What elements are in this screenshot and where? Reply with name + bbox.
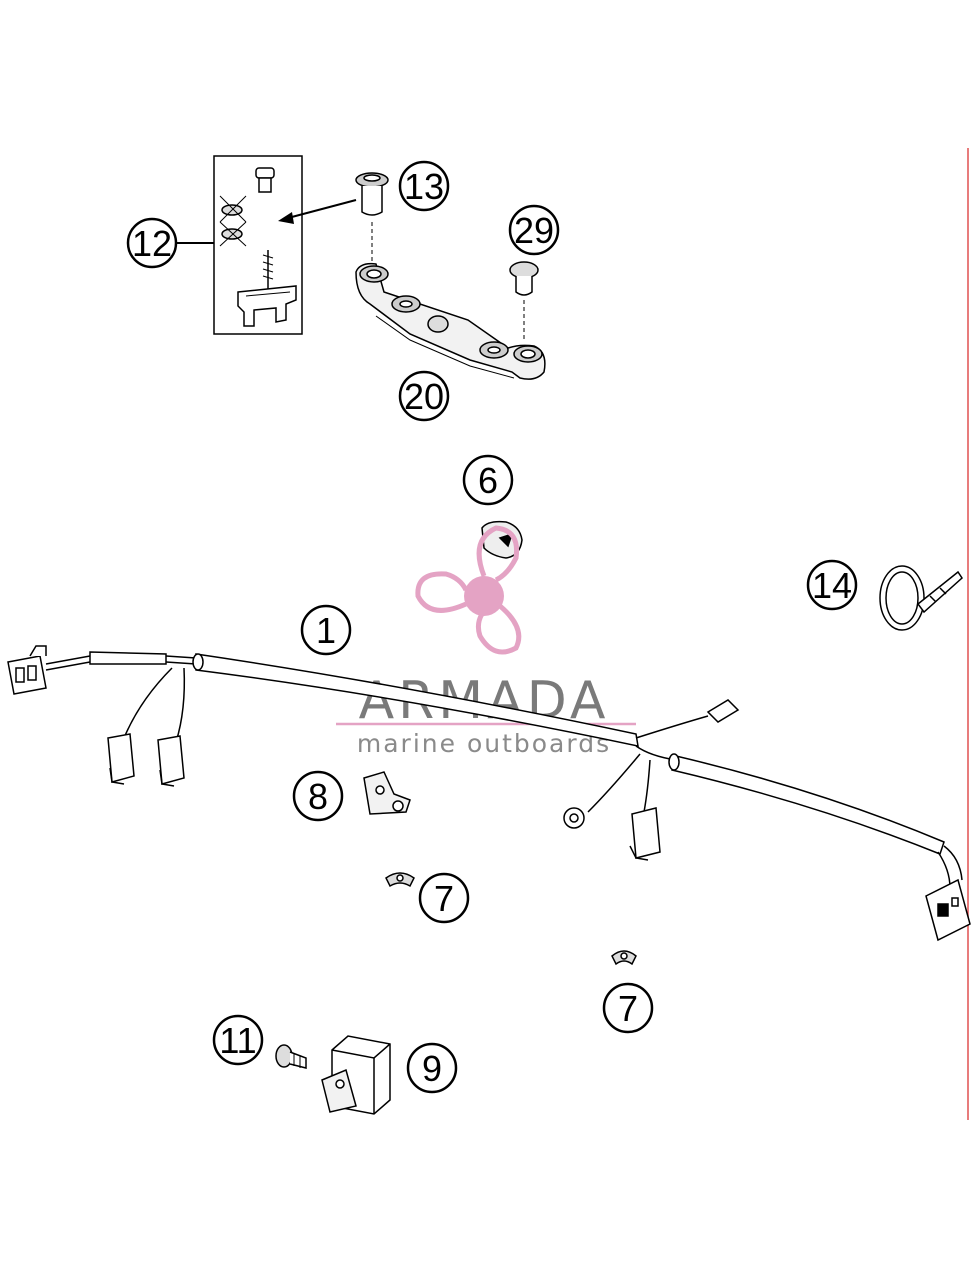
svg-text:7: 7 <box>618 988 638 1029</box>
part-8-bracket <box>363 771 411 815</box>
watermark-logo: ARMADA marine outboards <box>336 525 636 758</box>
svg-text:8: 8 <box>308 776 328 817</box>
part-7-clip-b <box>611 950 637 966</box>
part-9-relay <box>321 1035 391 1115</box>
callout-7-b: 7 <box>602 982 654 1034</box>
callout-9: 9 <box>406 1042 458 1094</box>
part-29-plug <box>509 261 539 340</box>
arrow-13-to-12 <box>278 199 357 224</box>
part-7-clip-a <box>385 872 415 888</box>
svg-text:1: 1 <box>316 610 336 651</box>
callout-11: 11 <box>212 1014 264 1066</box>
part-12-inset <box>213 155 303 335</box>
callout-6: 6 <box>462 454 514 506</box>
callout-8: 8 <box>292 770 344 822</box>
svg-text:11: 11 <box>219 1020 256 1061</box>
part-14-cable-tie <box>879 565 963 631</box>
callout-7-a: 7 <box>418 872 470 924</box>
callout-20: 20 <box>398 370 450 422</box>
part-20-bracket <box>355 262 546 380</box>
propeller-icon <box>415 525 522 655</box>
svg-text:12: 12 <box>132 223 172 264</box>
part-11-screw <box>275 1044 307 1069</box>
svg-text:7: 7 <box>434 878 454 919</box>
callout-1: 1 <box>300 604 352 656</box>
part-1-wiring-harness <box>7 645 971 942</box>
svg-text:20: 20 <box>404 376 444 417</box>
svg-text:6: 6 <box>478 460 498 501</box>
callout-14: 14 <box>806 559 858 611</box>
callout-13: 13 <box>398 160 450 212</box>
svg-text:14: 14 <box>812 565 852 606</box>
watermark-subtitle: marine outboards <box>357 729 611 758</box>
svg-text:9: 9 <box>422 1048 442 1089</box>
svg-text:13: 13 <box>404 166 444 207</box>
svg-text:29: 29 <box>514 210 554 251</box>
callout-12: 12 <box>126 217 214 269</box>
callout-29: 29 <box>508 204 560 256</box>
part-13-grommet <box>355 172 389 262</box>
